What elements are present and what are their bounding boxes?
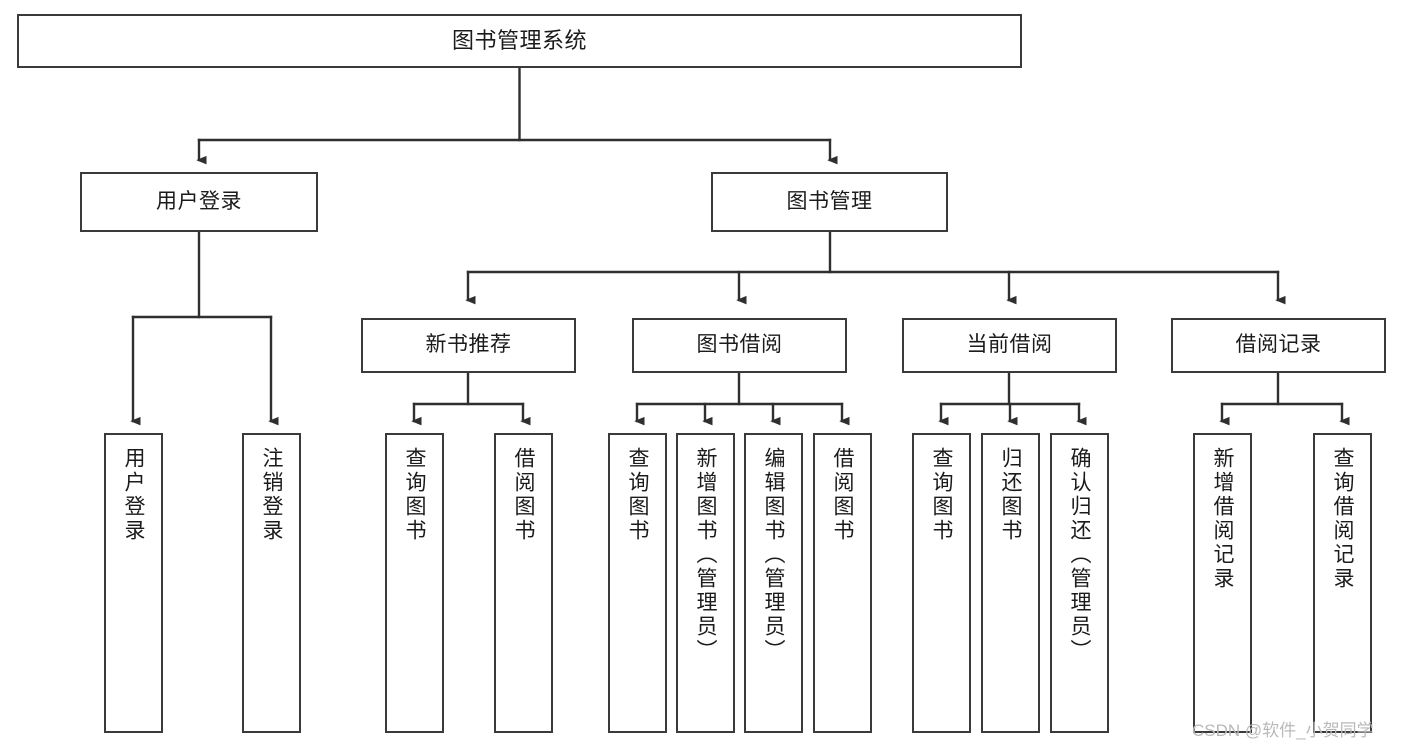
node-new-book-recommend[interactable]: 新书推荐	[361, 318, 576, 373]
node-leaf-confirm-return[interactable]: 确认归还（管理员）	[1050, 433, 1109, 733]
node-leaf-add-book[interactable]: 新增图书（管理员）	[676, 433, 735, 733]
node-label: 图书管理系统	[451, 28, 587, 54]
node-label: 查询图书	[930, 447, 953, 543]
node-leaf-edit-book[interactable]: 编辑图书（管理员）	[744, 433, 803, 733]
node-leaf-query-book-2[interactable]: 查询图书	[608, 433, 667, 733]
node-label: 用户登录	[156, 189, 242, 213]
node-user-login[interactable]: 用户登录	[80, 172, 318, 232]
node-leaf-borrow-book-2[interactable]: 借阅图书	[813, 433, 872, 733]
node-label: 编辑图书（管理员）	[762, 447, 785, 663]
node-label: 注销登录	[260, 447, 283, 543]
csdn-watermark: CSDN @软件_小贺同学	[1192, 721, 1374, 740]
node-leaf-borrow-book-1[interactable]: 借阅图书	[494, 433, 553, 733]
node-leaf-query-record[interactable]: 查询借阅记录	[1313, 433, 1372, 733]
node-leaf-user-login[interactable]: 用户登录	[104, 433, 163, 733]
node-borrow-record[interactable]: 借阅记录	[1171, 318, 1386, 373]
node-label: 借阅图书	[831, 447, 854, 543]
node-label: 新增借阅记录	[1211, 447, 1234, 591]
node-book-management[interactable]: 图书管理	[711, 172, 948, 232]
node-label: 查询图书	[403, 447, 426, 543]
node-leaf-query-book-1[interactable]: 查询图书	[385, 433, 444, 733]
node-label: 图书借阅	[696, 333, 783, 357]
node-label: 用户登录	[122, 447, 145, 543]
node-label: 确认归还（管理员）	[1068, 447, 1091, 663]
node-label: 查询借阅记录	[1331, 447, 1354, 591]
node-root-book-management-system[interactable]: 图书管理系统	[17, 14, 1022, 68]
node-leaf-query-book-3[interactable]: 查询图书	[912, 433, 971, 733]
node-label: 当前借阅	[966, 333, 1053, 357]
node-label: 图书管理	[786, 189, 873, 213]
node-leaf-user-logout[interactable]: 注销登录	[242, 433, 301, 733]
node-label: 新书推荐	[425, 333, 512, 357]
node-leaf-add-record[interactable]: 新增借阅记录	[1193, 433, 1252, 733]
node-leaf-return-book[interactable]: 归还图书	[981, 433, 1040, 733]
node-current-borrow[interactable]: 当前借阅	[902, 318, 1117, 373]
node-book-borrow[interactable]: 图书借阅	[632, 318, 847, 373]
node-label: 归还图书	[999, 447, 1022, 543]
node-label: 借阅图书	[512, 447, 535, 543]
node-label: 新增图书（管理员）	[694, 447, 717, 663]
node-label: 借阅记录	[1235, 333, 1322, 357]
node-label: 查询图书	[626, 447, 649, 543]
